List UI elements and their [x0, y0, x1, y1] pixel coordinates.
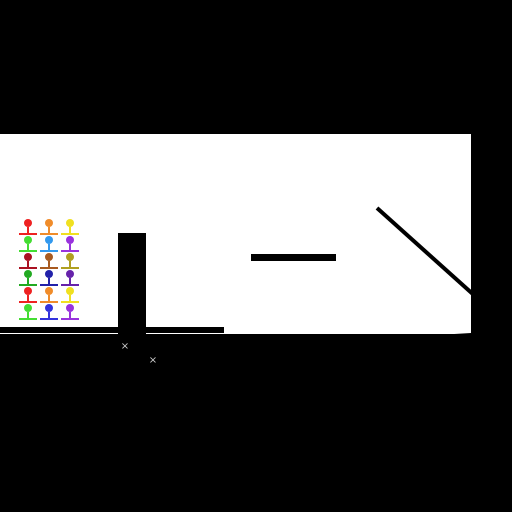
figure-head — [45, 236, 53, 244]
figure-head — [45, 270, 53, 278]
floating-platform — [251, 254, 336, 261]
figure-head — [66, 236, 74, 244]
stick-figure — [40, 236, 58, 252]
central-pillar — [118, 233, 146, 361]
figure-head — [66, 270, 74, 278]
figure-head — [66, 304, 74, 312]
stick-figure — [40, 304, 58, 320]
stick-figure — [19, 270, 37, 286]
stick-figure — [19, 253, 37, 269]
figure-head — [66, 219, 74, 227]
diagonal-ramp — [375, 206, 477, 298]
stick-figure — [40, 253, 58, 269]
stick-figure — [19, 219, 37, 235]
figure-head — [24, 236, 32, 244]
stick-figure — [61, 219, 79, 235]
spawn-marker: × — [149, 355, 157, 366]
stick-figure — [61, 304, 79, 320]
stick-figure — [61, 253, 79, 269]
figure-head — [45, 287, 53, 295]
sloped-floor — [0, 333, 512, 512]
stick-figure — [40, 219, 58, 235]
stick-figure — [61, 270, 79, 286]
stick-figure — [61, 287, 79, 303]
figure-head — [24, 304, 32, 312]
figure-head — [66, 287, 74, 295]
figure-head — [24, 219, 32, 227]
spawn-marker: × — [121, 341, 129, 352]
stick-figure — [19, 287, 37, 303]
ground-ledge — [0, 327, 224, 333]
stick-figure — [19, 304, 37, 320]
figure-head — [45, 219, 53, 227]
stick-figure — [40, 287, 58, 303]
figure-head — [24, 270, 32, 278]
figure-head — [45, 253, 53, 261]
stick-figure — [40, 270, 58, 286]
figure-head — [24, 253, 32, 261]
figure-head — [45, 304, 53, 312]
triangle-bump — [40, 346, 84, 361]
figure-head — [24, 287, 32, 295]
stick-figure — [61, 236, 79, 252]
figure-head — [66, 253, 74, 261]
stick-figure-grid — [19, 219, 79, 320]
stick-figure — [19, 236, 37, 252]
